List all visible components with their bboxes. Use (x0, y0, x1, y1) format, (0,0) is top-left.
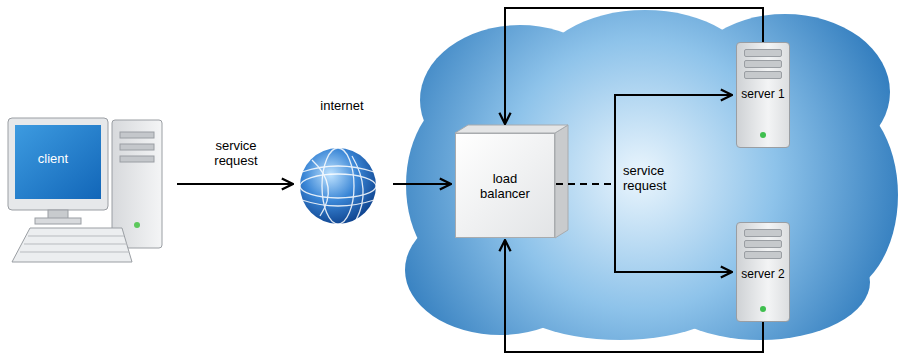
edge-label: service request (201, 138, 271, 168)
connector-line (393, 183, 451, 185)
globe (300, 148, 376, 224)
power-light (760, 132, 766, 138)
connector-line (615, 184, 732, 272)
server-slot (744, 71, 782, 79)
connector (505, 8, 763, 124)
internet-node: internet (295, 94, 389, 226)
client-computer (8, 118, 162, 262)
connector (556, 184, 732, 272)
power-light (760, 306, 766, 312)
node-label: client (5, 151, 101, 166)
connector-line (556, 183, 615, 185)
server-slot (744, 49, 782, 57)
connector (505, 240, 763, 352)
client-computer: client (5, 115, 165, 267)
server-box: server 2 (736, 222, 790, 322)
connector (177, 184, 293, 185)
server-slot (744, 240, 782, 248)
connector-line (177, 183, 293, 185)
connector (393, 184, 451, 185)
server-slot (744, 251, 782, 259)
connector-line (556, 183, 615, 185)
node-label: load balancer (473, 171, 537, 201)
connector-line (505, 240, 763, 352)
cloud (405, 10, 898, 340)
node-label: server 1 (739, 87, 787, 102)
server-slot (744, 60, 782, 68)
node-label: server 2 (739, 267, 787, 282)
node-label: internet (295, 98, 389, 113)
server-slot (744, 229, 782, 237)
load-balancer-box: load balancer (455, 133, 555, 238)
edge-label: service request (623, 163, 687, 193)
server-box: server 1 (736, 42, 790, 148)
connector-line (505, 8, 763, 124)
load-balancer-side (455, 125, 568, 238)
